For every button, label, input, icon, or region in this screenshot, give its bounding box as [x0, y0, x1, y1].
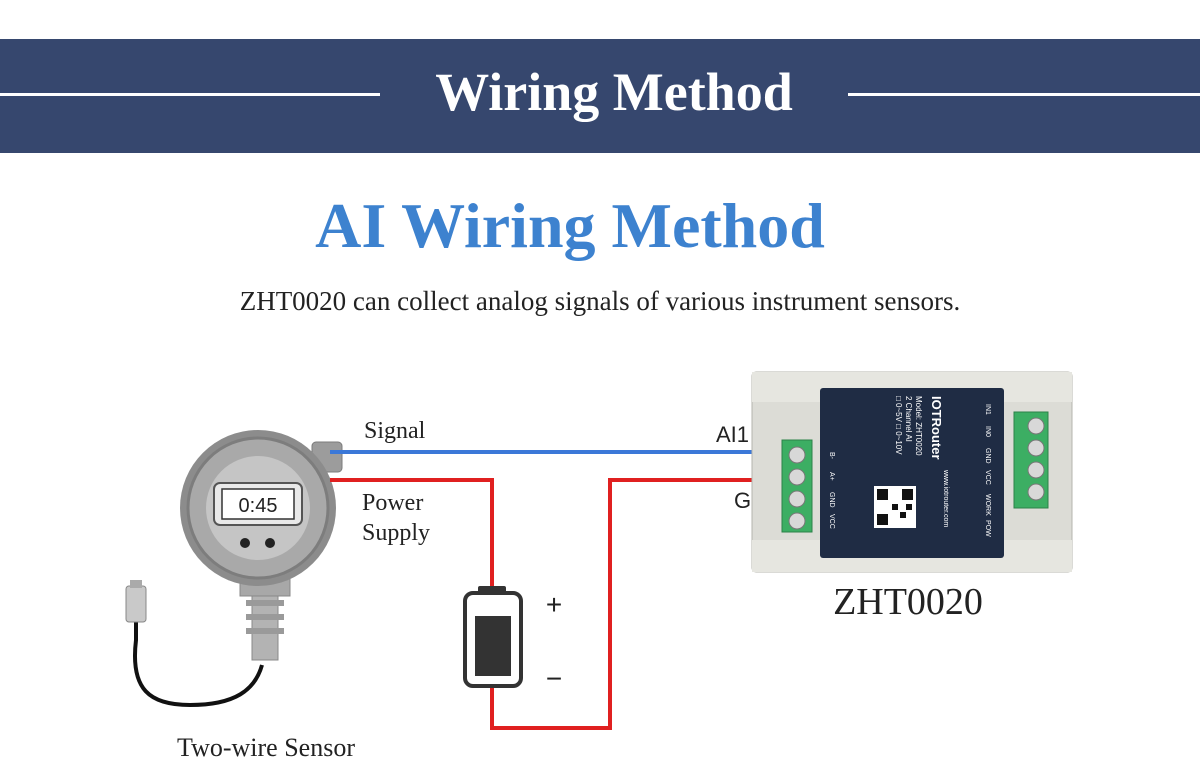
terminal-g-label: G [734, 488, 751, 513]
power-label-line2: Supply [362, 520, 430, 546]
power-wire-return [490, 478, 786, 730]
section-description: ZHT0020 can collect analog signals of va… [239, 286, 961, 316]
battery-minus: − [546, 663, 562, 694]
battery-icon [463, 586, 523, 688]
wiring-diagram: 0:45 Signal Power Supply + − AI1 G [125, 371, 1073, 762]
header-title: Wiring Method [435, 62, 793, 122]
device-channel-line: 2 Channel AI [904, 396, 913, 442]
device-url: www.iotrouter.com [942, 469, 949, 527]
header-rule-left [0, 93, 380, 96]
terminal-ai1-label: AI1 [716, 422, 749, 447]
power-wire-sensor [330, 478, 494, 590]
section-title: AI Wiring Method [315, 190, 825, 261]
signal-label: Signal [364, 418, 426, 444]
device-led-pow: POW [984, 520, 991, 537]
device-led-work: WORK [984, 494, 991, 516]
device-left-label-1: B- [828, 452, 835, 460]
device-name: ZHT0020 [833, 581, 983, 623]
battery-plus: + [546, 589, 562, 620]
device-left-label-3: GND [828, 492, 835, 508]
sensor-label: Two-wire Sensor [177, 733, 355, 762]
device-model-line: Model: ZHT0020 [914, 396, 923, 456]
sensor-display-value: 0:45 [239, 495, 278, 517]
device-right-label-3: GND [984, 448, 991, 464]
device-right-label-1: IN1 [984, 404, 991, 415]
device-range-line: □ 0~5V □ 0~10V [894, 396, 903, 455]
two-wire-sensor: 0:45 [180, 430, 343, 661]
device-right-label-4: VCC [984, 470, 991, 485]
header-banner: Wiring Method [0, 39, 1200, 153]
zht0020-device: IOTRouter Model: ZHT0020 2 Channel AI □ … [751, 371, 1073, 573]
sensor-probe [125, 580, 264, 708]
header-rule-right [848, 93, 1200, 96]
power-label-line1: Power [362, 490, 423, 516]
device-left-label-4: VCC [828, 514, 835, 529]
device-left-label-2: A+ [828, 472, 835, 481]
device-brand: IOTRouter [929, 396, 944, 460]
device-right-label-2: IN0 [984, 426, 991, 437]
